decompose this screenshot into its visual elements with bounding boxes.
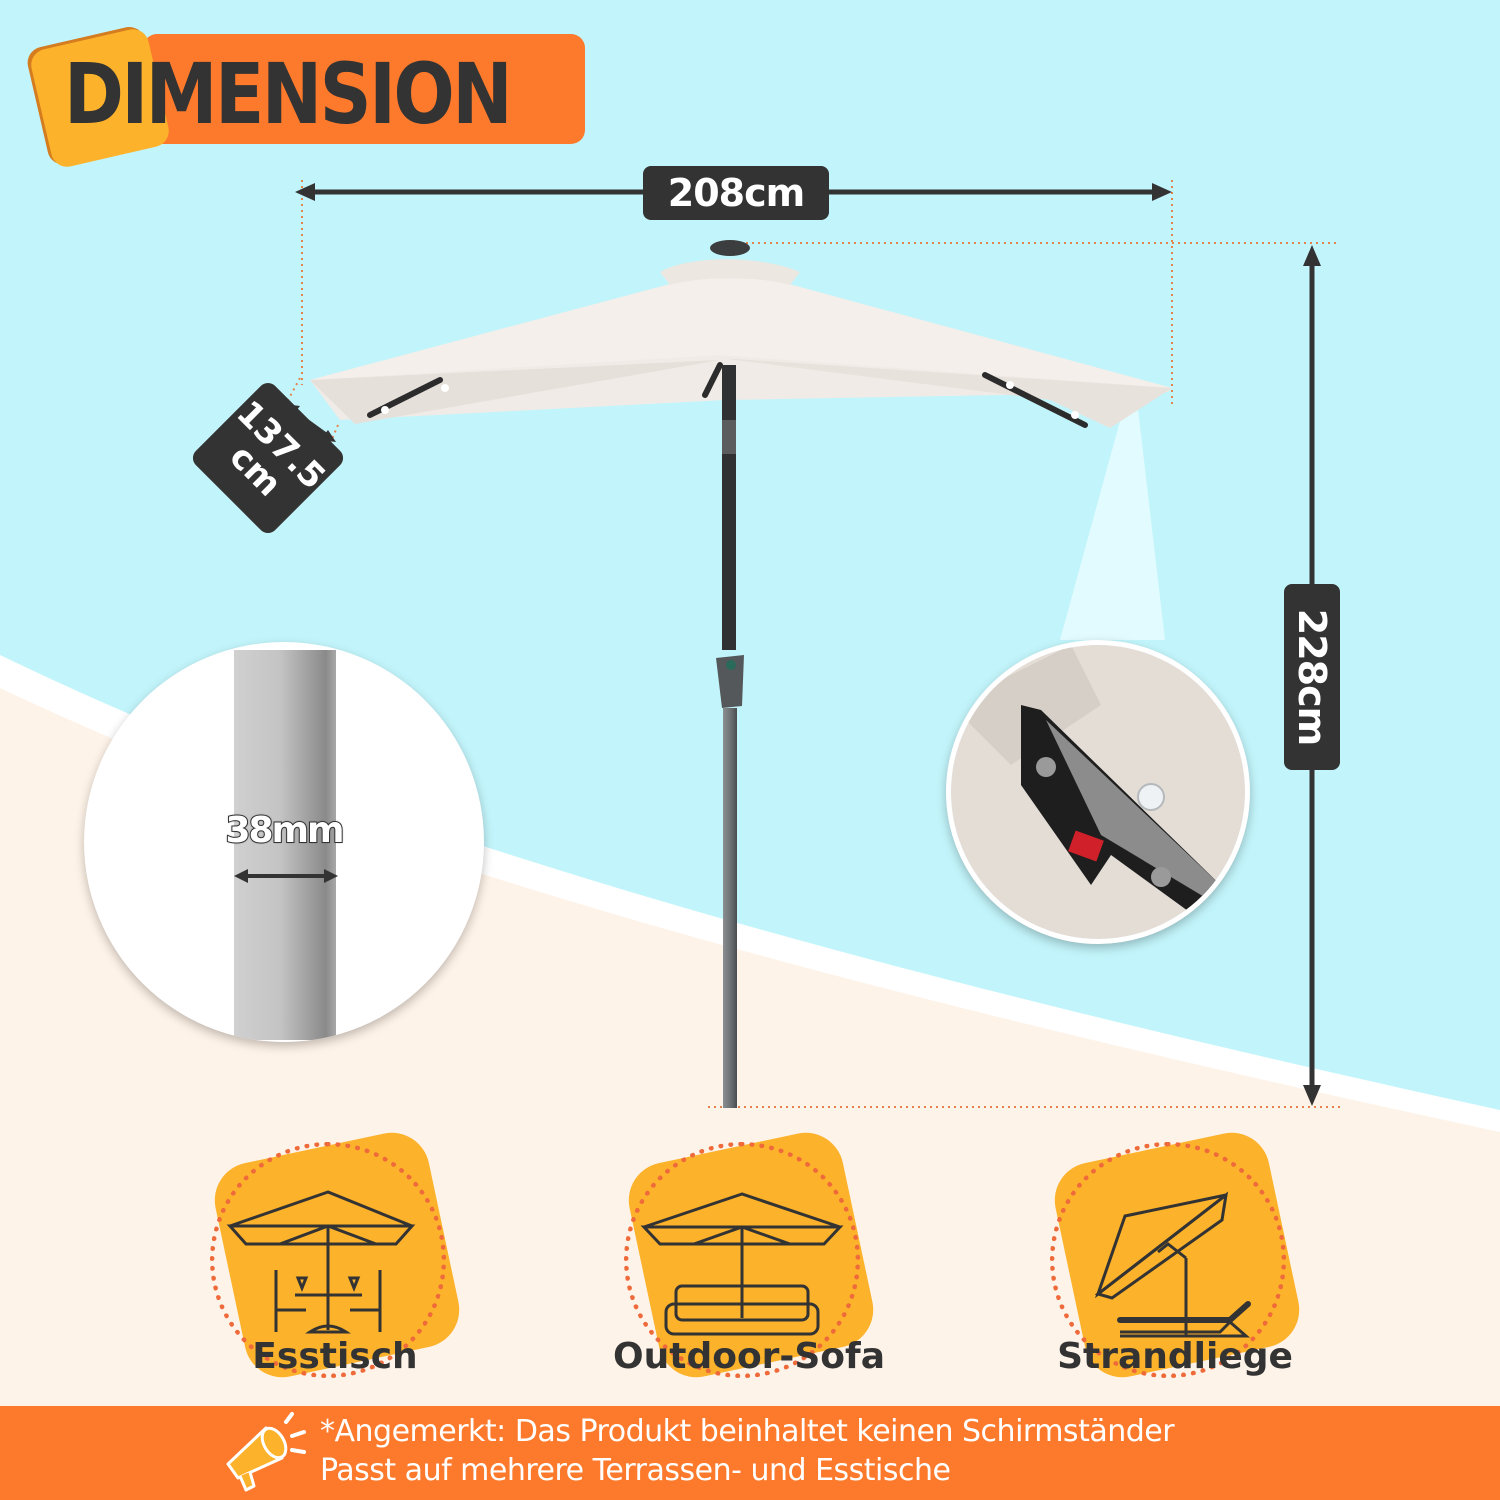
use-card-esstisch: Esstisch (200, 1125, 470, 1402)
title-bar (143, 34, 585, 144)
use-card-strandliege: Strandliege (1040, 1125, 1310, 1402)
pole-closeup (234, 650, 336, 1040)
umbrella-sunlounger-icon (1094, 1191, 1251, 1338)
footer-line-1: *Angemerkt: Das Produkt beinhaltet keine… (320, 1414, 1175, 1449)
footer-note: *Angemerkt: Das Produkt beinhaltet keine… (0, 1406, 1500, 1500)
width-label: 208cm (643, 166, 829, 220)
use-label: Outdoor-Sofa (613, 1336, 885, 1377)
pole-diameter-label: 38mm (224, 809, 345, 852)
solar-panel-switch-photo (951, 645, 1245, 939)
umbrella-dining-table-icon (226, 1190, 416, 1334)
use-dots (210, 1142, 446, 1378)
footer-line-2: Passt auf mehrere Terrassen- und Esstisc… (320, 1453, 951, 1488)
page-title: DIMENSION (64, 45, 513, 143)
title-badge: DIMENSION (18, 14, 588, 170)
use-label: Strandliege (1057, 1336, 1293, 1377)
pole-diameter-inset: 38mm (84, 642, 484, 1042)
height-label-text: 228cm (1290, 608, 1335, 746)
solar-switch-inset (946, 640, 1250, 944)
use-dots (1050, 1142, 1286, 1378)
use-card-outdoor-sofa: Outdoor-Sofa (613, 1125, 885, 1402)
umbrella-sofa-icon (640, 1192, 844, 1336)
use-label: Esstisch (252, 1336, 418, 1377)
double-arrow-icon (234, 869, 338, 883)
footer-text: *Angemerkt: Das Produkt beinhaltet keine… (320, 1412, 1175, 1490)
use-dots (624, 1142, 860, 1378)
height-label: 228cm (1284, 584, 1340, 770)
megaphone-icon (226, 1412, 306, 1492)
umbrella-canopy (310, 240, 1172, 428)
